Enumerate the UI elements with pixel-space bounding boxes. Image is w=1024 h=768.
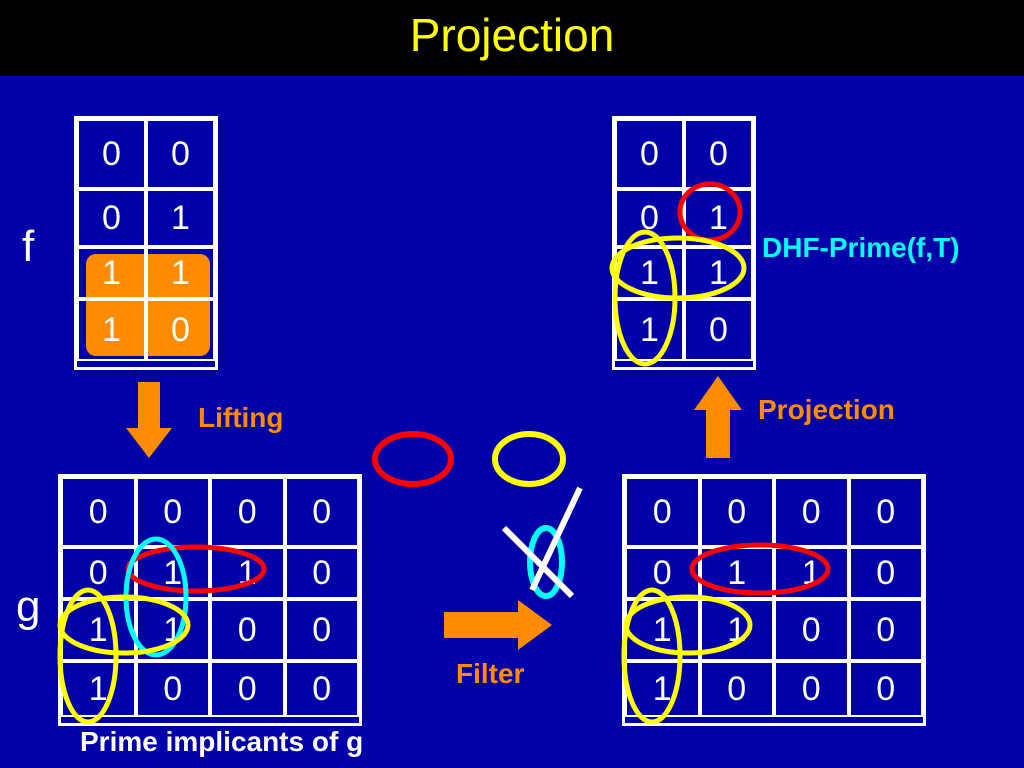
strike-line-1 [501,525,575,599]
f-map-cell: 0 [146,299,215,361]
filtered-g-map-cell: 0 [848,477,923,547]
f-map-cell: 1 [77,247,146,299]
filtered-g-map-cell: 0 [848,599,923,661]
title-bar [0,0,1024,76]
projection-arrow-icon [694,376,742,458]
yellow-implicant-ellipse-icon [492,431,566,487]
filtered-g-map-cell: 1 [699,599,774,661]
g-map-cell: 0 [284,547,359,599]
filtered-g-map-cell: 1 [625,599,700,661]
dhf-prime-label: DHF-Prime(f,T) [762,232,960,263]
filtered-g-map-cell: 0 [848,547,923,599]
projected-f-map-cell: 1 [684,189,753,247]
filtered-g-map-cell: 0 [699,661,774,717]
lifting-arrow-icon [126,382,172,458]
g-map-cell: 1 [210,547,285,599]
g-map-cell: 0 [284,599,359,661]
projected-f-map-cell: 1 [615,247,684,299]
g-map-cell: 0 [135,477,210,547]
f-map-cell: 0 [77,119,146,189]
g-map-cell: 1 [61,661,136,717]
g-map-cell: 0 [135,661,210,717]
f-map-cell: 1 [146,247,215,299]
g-map-cell: 1 [61,599,136,661]
g-map-cell: 0 [284,477,359,547]
prime-implicants-label: Prime implicants of g [80,726,364,757]
filtered-g-map-cell: 1 [625,661,700,717]
g-map-cell: 0 [210,599,285,661]
g-map-cell: 0 [284,661,359,717]
lifting-label: Lifting [198,402,284,433]
filtered-g-map-cell: 0 [625,477,700,547]
f-cover-highlight [86,254,210,356]
projected-f-map-cell: 0 [615,119,684,189]
strike-line-2 [529,486,583,592]
projected-f-map-cell: 0 [684,299,753,361]
filtered-g-map-cell: 1 [699,547,774,599]
filtered-g-map-cell: 0 [774,661,849,717]
f-map-cell: 0 [77,189,146,247]
f-map-cell: 0 [146,119,215,189]
projected-f-map-cell: 1 [684,247,753,299]
projected-f-map-cell: 1 [615,299,684,361]
projection-label: Projection [758,394,895,425]
f-map-cell: 1 [146,189,215,247]
filtered-g-map-cell: 1 [774,547,849,599]
g-map-cell: 0 [210,661,285,717]
filter-label: Filter [456,658,525,689]
filter-arrow-icon [444,600,552,650]
g-map-cell: 0 [210,477,285,547]
slide-title: Projection [409,9,615,61]
filtered-g-map-cell: 0 [774,599,849,661]
filtered-g-map-cell: 0 [774,477,849,547]
f-label: f [22,222,35,271]
g-map-cell: 1 [135,599,210,661]
g-map-cell: 0 [61,477,136,547]
red-implicant-ellipse-icon [372,431,454,487]
cyan-implicant-ellipse-icon [527,525,565,599]
g-map-cell: 1 [135,547,210,599]
projected-f-map-cell: 0 [684,119,753,189]
g-label: g [16,582,41,631]
filtered-g-map-cell: 0 [699,477,774,547]
filtered-g-map-cell: 0 [848,661,923,717]
g-map-cell: 0 [61,547,136,599]
filtered-g-map-cell: 0 [625,547,700,599]
f-map-cell: 1 [77,299,146,361]
projected-f-map-cell: 0 [615,189,684,247]
